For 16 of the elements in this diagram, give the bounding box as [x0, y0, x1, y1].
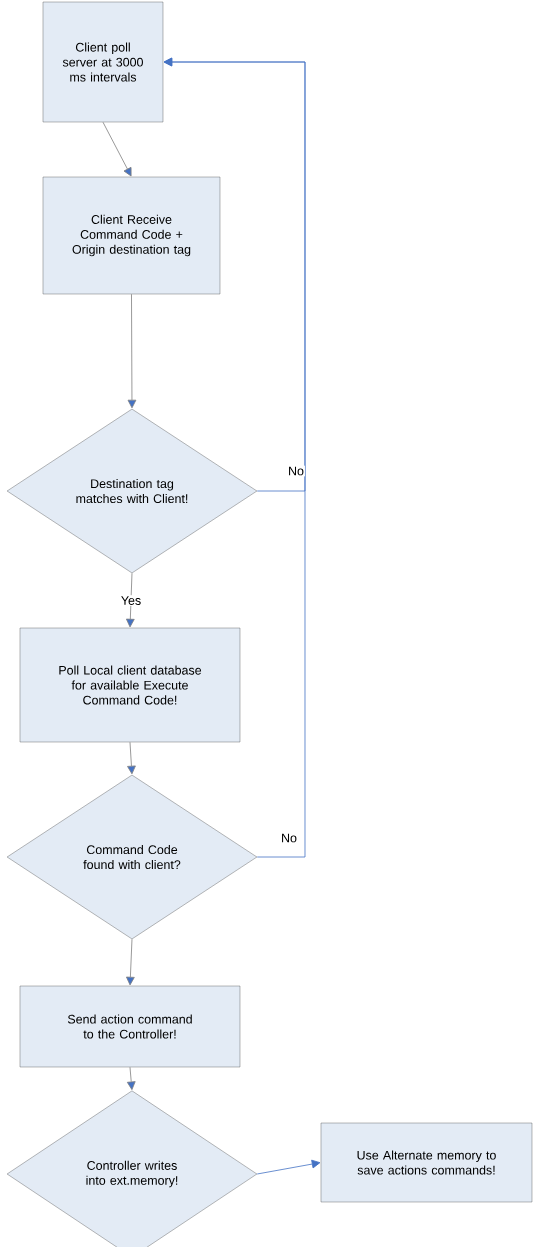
process-box: Use Alternate memory to save actions commands! [320, 1122, 533, 1203]
arrow [127, 741, 136, 775]
process-box: Client poll server at 3000 ms intervals [42, 1, 164, 123]
arrow [163, 57, 306, 858]
process-box: Poll Local client database for available Execute Command Code! [19, 627, 241, 743]
arrow [126, 1066, 136, 1091]
process-box: Send action command to the Controller! [19, 985, 241, 1068]
arrow [125, 572, 135, 628]
arrow [127, 293, 137, 409]
edge-label: No [287, 465, 305, 477]
process-box: Client Receive Command Code + Origin destination tag [42, 176, 221, 295]
arrow [102, 121, 132, 177]
edge-label: Yes [119, 595, 143, 606]
edge-label: No [280, 832, 298, 844]
arrow [256, 1159, 321, 1175]
arrow [126, 938, 135, 986]
